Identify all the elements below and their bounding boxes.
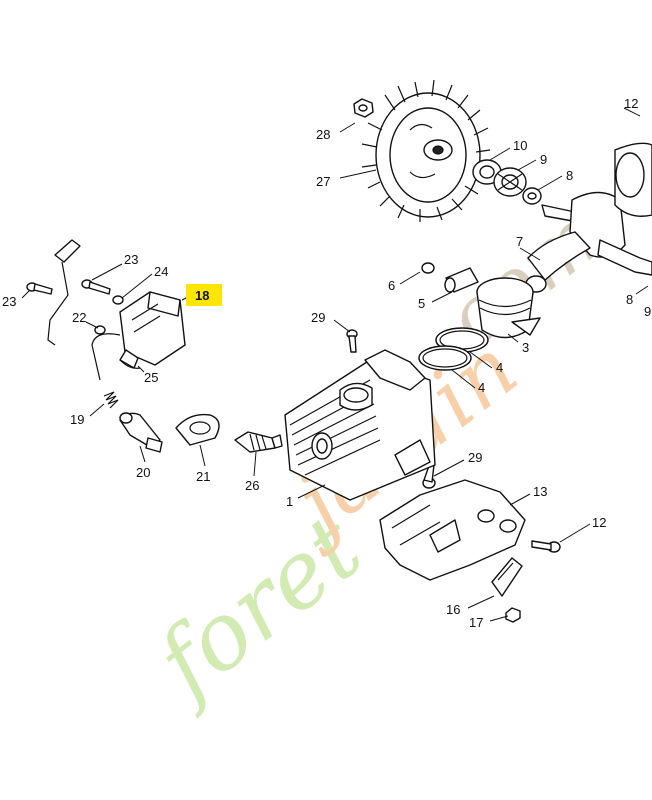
callout-7[interactable]: 7 bbox=[516, 234, 523, 249]
callout-23-right[interactable]: 23 bbox=[124, 252, 138, 267]
leg-spring-21 bbox=[175, 413, 220, 446]
callout-29-lower[interactable]: 29 bbox=[468, 450, 482, 465]
spark-plug-26 bbox=[234, 431, 283, 453]
seal-8 bbox=[522, 187, 542, 205]
bearing-9 bbox=[493, 167, 527, 197]
callout-10[interactable]: 10 bbox=[513, 138, 527, 153]
circlip-6 bbox=[421, 262, 435, 274]
callout-1[interactable]: 1 bbox=[286, 494, 293, 509]
callout-23-left[interactable]: 23 bbox=[2, 294, 16, 309]
callout-17[interactable]: 17 bbox=[469, 615, 483, 630]
cylinder-1 bbox=[284, 349, 436, 501]
callout-4-upper[interactable]: 4 bbox=[496, 360, 503, 375]
screw-29-upper bbox=[346, 329, 358, 353]
callout-8[interactable]: 8 bbox=[566, 168, 573, 183]
callout-25[interactable]: 25 bbox=[144, 370, 158, 385]
piston-3 bbox=[476, 277, 541, 339]
callout-27[interactable]: 27 bbox=[316, 174, 330, 189]
callout-9-lower[interactable]: 9 bbox=[644, 304, 651, 319]
screw-23-left bbox=[26, 282, 53, 295]
muffler-13 bbox=[379, 479, 526, 581]
callout-9[interactable]: 9 bbox=[540, 152, 547, 167]
callout-4-lower[interactable]: 4 bbox=[478, 380, 485, 395]
callout-12-lower[interactable]: 12 bbox=[592, 515, 606, 530]
screw-23-right bbox=[81, 279, 111, 295]
callout-16[interactable]: 16 bbox=[446, 602, 460, 617]
spring-19 bbox=[103, 391, 119, 409]
crankcase-partial bbox=[614, 142, 652, 217]
spark-boot-20 bbox=[119, 412, 163, 453]
screw-12-lower bbox=[531, 540, 561, 553]
callout-22[interactable]: 22 bbox=[72, 310, 86, 325]
ignition-lead-22 bbox=[91, 325, 121, 381]
bracket-top-left bbox=[47, 239, 81, 346]
ignition-module-18 bbox=[119, 291, 186, 369]
wire-25 bbox=[119, 359, 141, 369]
crankshaft-7 bbox=[525, 191, 652, 293]
callout-19[interactable]: 19 bbox=[70, 412, 84, 427]
callout-labels: 28 27 10 9 8 12 7 8 9 6 5 3 4 4 29 29 23… bbox=[2, 96, 651, 630]
piston-pin-5 bbox=[444, 267, 479, 293]
callout-12[interactable]: 12 bbox=[624, 96, 638, 111]
leader-lines bbox=[21, 107, 649, 622]
callout-8-lower[interactable]: 8 bbox=[626, 292, 633, 307]
callout-3[interactable]: 3 bbox=[522, 340, 529, 355]
callout-26[interactable]: 26 bbox=[245, 478, 259, 493]
washer-24 bbox=[112, 295, 124, 305]
plate-16 bbox=[491, 557, 523, 597]
flywheel bbox=[361, 79, 491, 222]
callout-29-upper[interactable]: 29 bbox=[311, 310, 325, 325]
nut-28 bbox=[353, 98, 374, 118]
nut-17 bbox=[505, 607, 521, 623]
callout-24[interactable]: 24 bbox=[154, 264, 168, 279]
callout-6[interactable]: 6 bbox=[388, 278, 395, 293]
callout-5[interactable]: 5 bbox=[418, 296, 425, 311]
callout-28[interactable]: 28 bbox=[316, 127, 330, 142]
highlight-box-18 bbox=[186, 284, 222, 306]
callout-21[interactable]: 21 bbox=[196, 469, 210, 484]
callout-13[interactable]: 13 bbox=[533, 484, 547, 499]
piston-ring-lower bbox=[418, 345, 472, 371]
callout-20[interactable]: 20 bbox=[136, 465, 150, 480]
callout-18[interactable]: 18 bbox=[195, 288, 209, 303]
